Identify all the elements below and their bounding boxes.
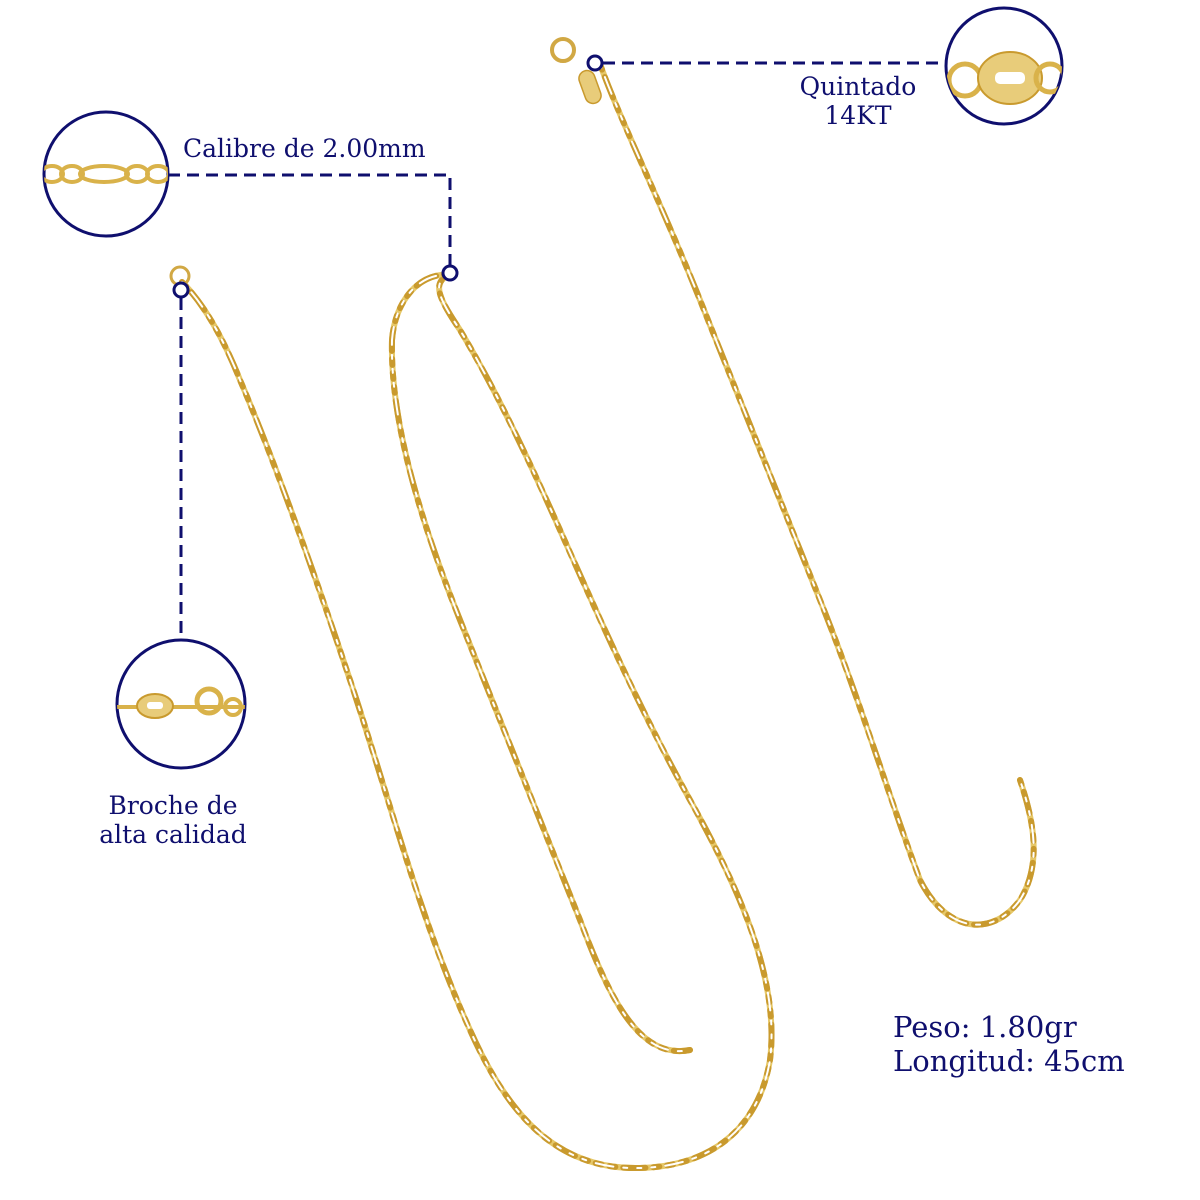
spring-ring-clasp [550,37,602,105]
clasp-label-line2: alta calidad [99,819,247,849]
leader-gauge [168,173,452,266]
chain-body [179,61,1037,1172]
chain-links-detail-icon [42,110,170,238]
clasp-label-line1: Broche de [108,791,238,820]
clasp-label: Broche de alta calidad [92,791,254,850]
anchor-gauge [441,264,459,282]
gauge-label: Calibre de 2.00mm [183,134,426,163]
length-spec: Longitud: 45cm [893,1044,1125,1079]
anchor-dots [172,54,604,299]
stamp-label-line1: Quintado [799,72,917,101]
anchor-clasp [172,281,190,299]
product-specs: Peso: 1.80gr Longitud: 45cm [893,1010,1125,1078]
leader-lines [168,61,946,640]
spring-ring-clasp-detail-icon [115,638,247,770]
weight-spec: Peso: 1.80gr [893,1010,1077,1044]
stamp-label-line2: 14KT [824,100,892,130]
stamp-label: Quintado 14KT [792,72,924,131]
stamped-tag-detail-icon [944,6,1064,126]
anchor-stamp [586,54,604,72]
